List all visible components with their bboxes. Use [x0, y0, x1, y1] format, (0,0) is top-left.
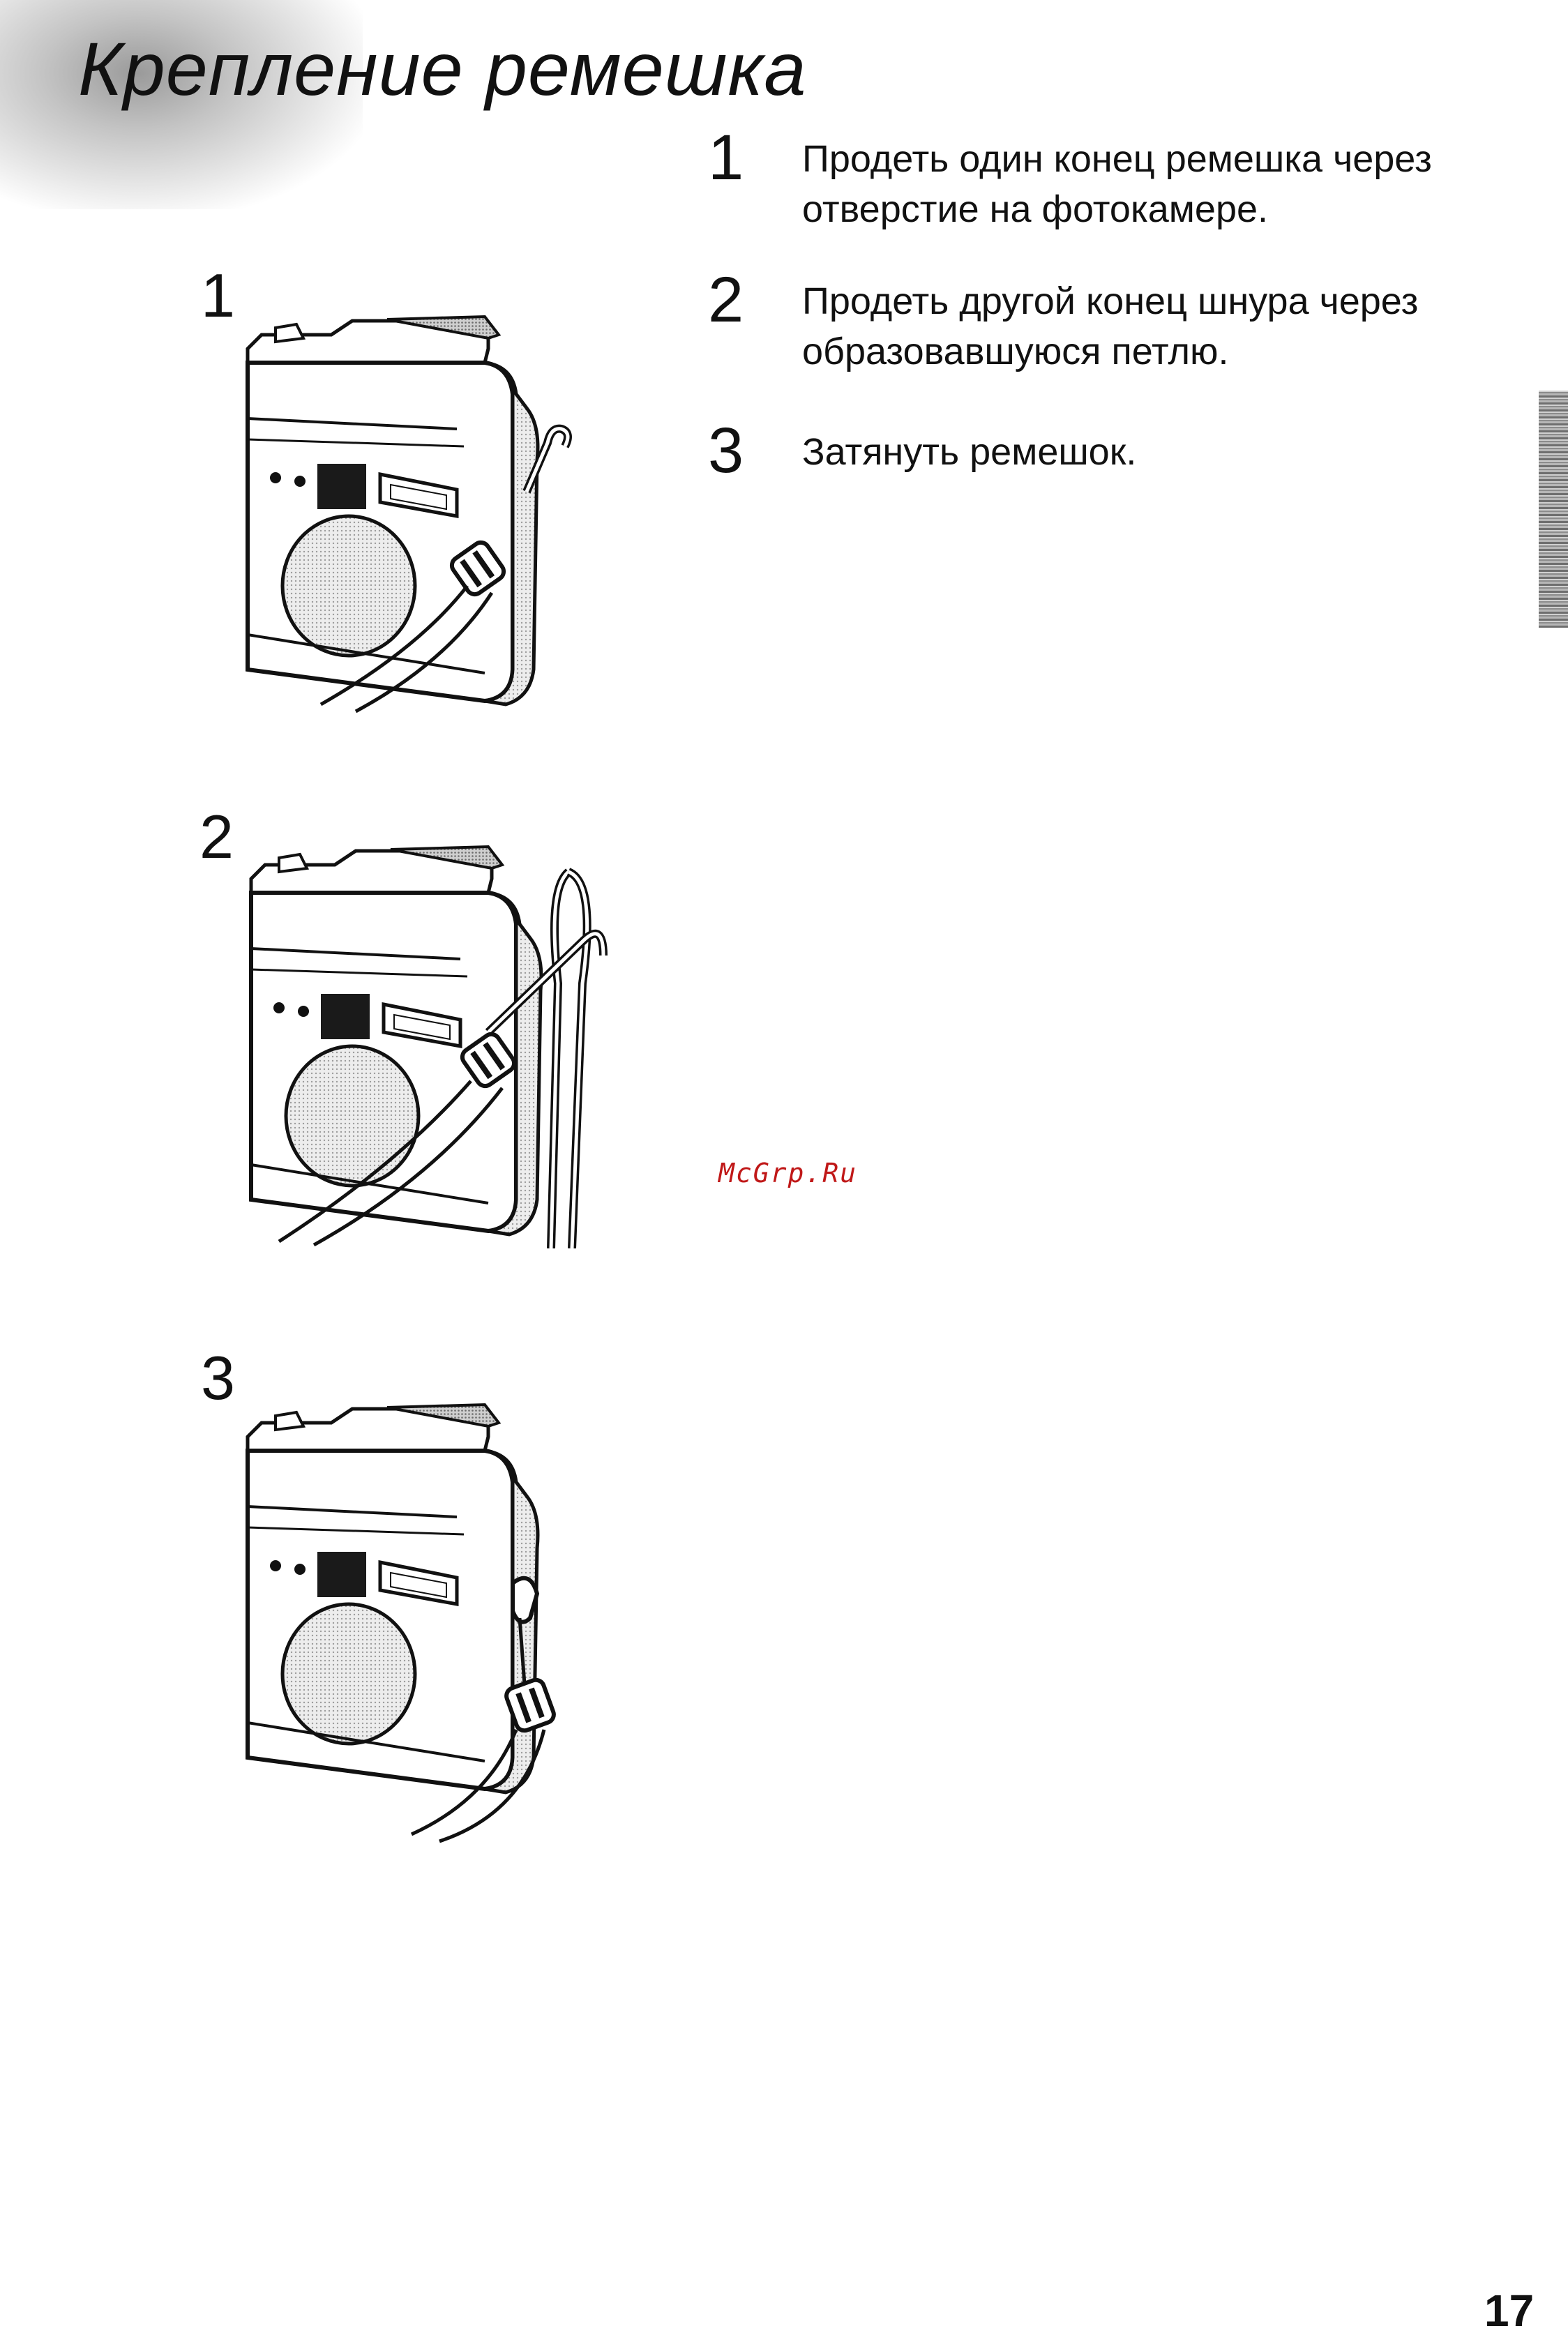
step-number: 1	[708, 126, 744, 190]
figure-2-camera-illustration	[237, 830, 628, 1248]
page-title: Крепление ремешка	[78, 25, 806, 112]
figure-2-label: 2	[199, 806, 234, 868]
figure-3-camera-illustration	[237, 1388, 600, 1848]
page-number: 17	[1484, 2285, 1534, 2336]
step-text: Затянуть ремешок.	[802, 427, 1535, 477]
step-text: Продеть один конец ремешка через отверст…	[802, 134, 1535, 234]
figure-3-label: 3	[201, 1347, 235, 1409]
step-text: Продеть другой конец шнура через образов…	[802, 276, 1535, 377]
figure-1-label: 1	[201, 265, 235, 326]
side-tab-marker	[1539, 391, 1568, 628]
figure-1-camera-illustration	[237, 300, 600, 718]
watermark: McGrp.Ru	[718, 1158, 857, 1188]
step-number: 2	[708, 268, 744, 332]
step-number: 3	[708, 418, 744, 483]
